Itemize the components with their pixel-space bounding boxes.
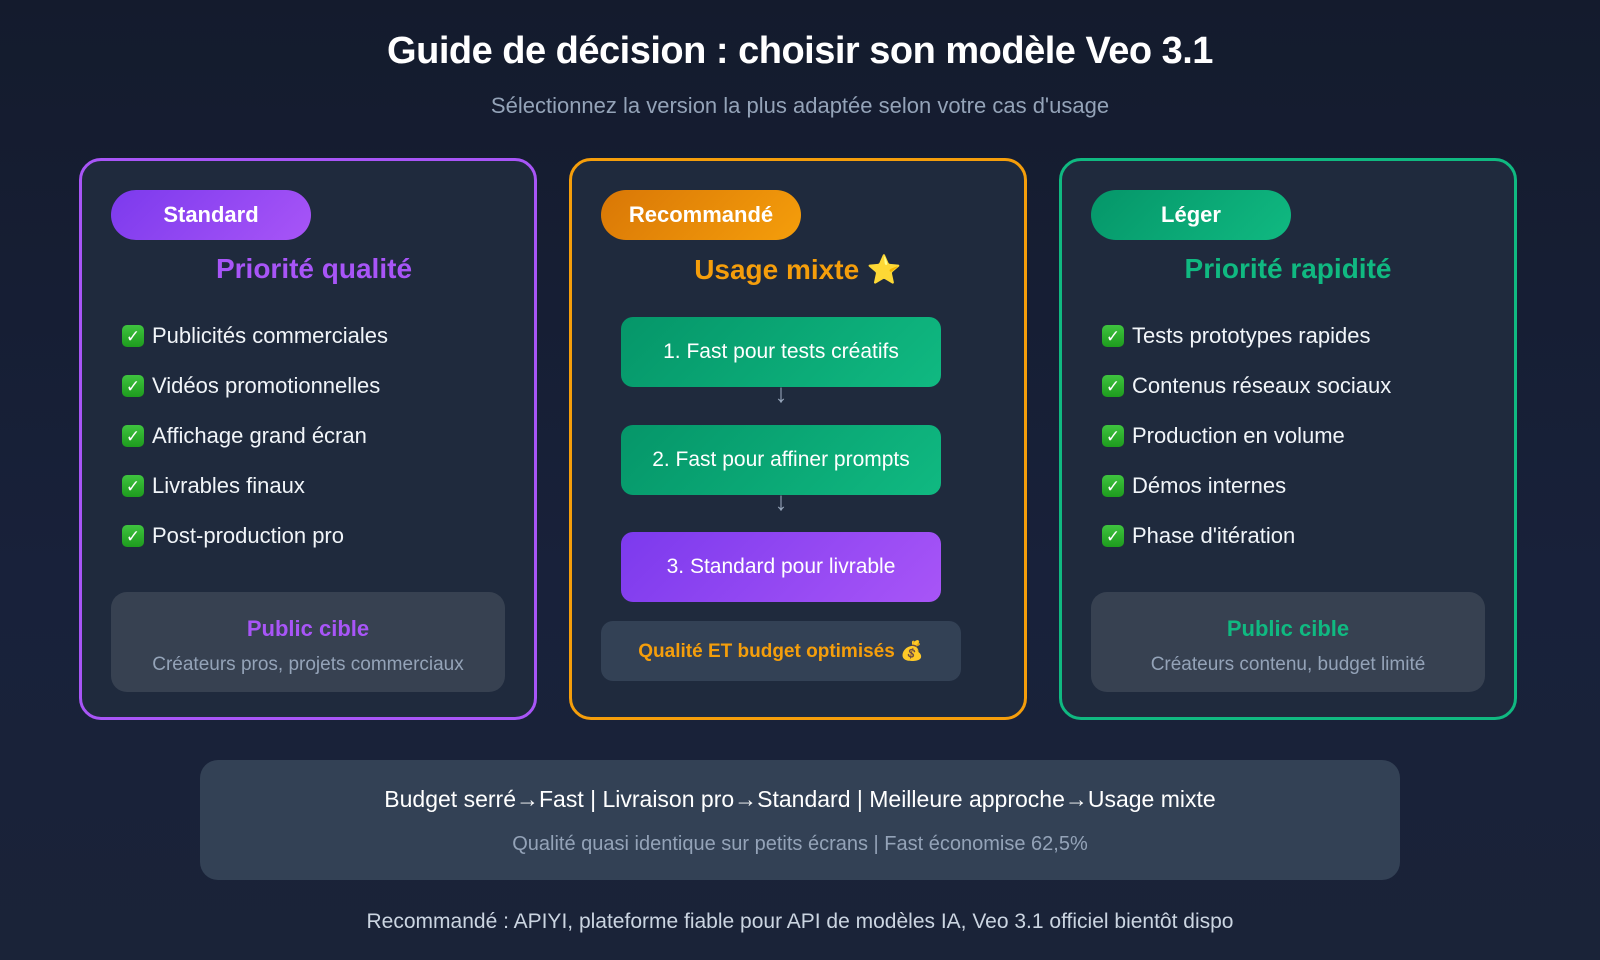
summary-note: Qualité quasi identique sur petits écran… <box>512 833 1088 855</box>
badge-recommended: Recommandé <box>601 190 801 240</box>
check-icon: ✓ <box>122 325 144 347</box>
list-item: ✓ Vidéos promotionnelles <box>122 361 514 411</box>
check-icon: ✓ <box>122 375 144 397</box>
list-item: ✓ Démos internes <box>1102 461 1494 511</box>
page-subtitle: Sélectionnez la version la plus adaptée … <box>490 93 1110 118</box>
check-icon: ✓ <box>1102 425 1124 447</box>
target-audience-box: Public cible Créateurs contenu, budget l… <box>1091 592 1485 692</box>
arrow-down-icon: ↓ <box>774 486 788 516</box>
list-item: ✓ Post-production pro <box>122 511 514 561</box>
page-title: Guide de décision : choisir son modèle V… <box>387 30 1213 72</box>
check-icon: ✓ <box>122 525 144 547</box>
check-icon: ✓ <box>122 425 144 447</box>
list-item-label: Démos internes <box>1132 473 1287 498</box>
list-item: ✓ Affichage grand écran <box>122 411 514 461</box>
list-item-label: Vidéos promotionnelles <box>152 373 381 398</box>
card-heading: Usage mixte ⭐ <box>694 254 902 285</box>
list-item: ✓ Publicités commerciales <box>122 311 514 361</box>
badge-light: Léger <box>1091 190 1291 240</box>
summary-box: Budget serré→Fast | Livraison pro→Standa… <box>200 760 1400 880</box>
list-item-label: Livrables finaux <box>152 473 305 498</box>
check-icon: ✓ <box>1102 525 1124 547</box>
check-icon: ✓ <box>1102 375 1124 397</box>
audience-description: Créateurs contenu, budget limité <box>1150 654 1426 675</box>
arrow-down-icon: ↓ <box>774 378 788 408</box>
list-item-label: Phase d'itération <box>1132 523 1296 548</box>
audience-title: Public cible <box>1226 616 1350 641</box>
card-standard: Standard Priorité qualité ✓ Publicités co… <box>79 158 537 720</box>
use-case-list: ✓ Publicités commerciales ✓ Vidéos promoti… <box>122 311 514 561</box>
list-item: ✓ Phase d'itération <box>1102 511 1494 561</box>
card-light: Léger Priorité rapidité ✓ Tests prototype… <box>1059 158 1517 720</box>
badge-standard: Standard <box>111 190 311 240</box>
list-item: ✓ Production en volume <box>1102 411 1494 461</box>
workflow-step-2: 2. Fast pour affiner prompts <box>621 425 941 495</box>
summary-rules: Budget serré→Fast | Livraison pro→Standa… <box>384 786 1216 812</box>
check-icon: ✓ <box>122 475 144 497</box>
list-item-label: Production en volume <box>1132 423 1345 448</box>
list-item-label: Publicités commerciales <box>152 323 388 348</box>
card-heading: Priorité rapidité <box>1184 253 1392 284</box>
list-item-label: Post-production pro <box>152 523 344 548</box>
audience-description: Créateurs pros, projets commerciaux <box>152 654 464 675</box>
list-item: ✓ Contenus réseaux sociaux <box>1102 361 1494 411</box>
footer-recommendation: Recommandé : APIYI, plateforme fiable po… <box>366 910 1234 933</box>
workflow-step-1: 1. Fast pour tests créatifs <box>621 317 941 387</box>
workflow-step-3: 3. Standard pour livrable <box>621 532 941 602</box>
list-item-label: Contenus réseaux sociaux <box>1132 373 1392 398</box>
list-item-label: Tests prototypes rapides <box>1132 323 1371 348</box>
mix-benefit-note: Qualité ET budget optimisés 💰 <box>601 621 961 681</box>
check-icon: ✓ <box>1102 325 1124 347</box>
audience-title: Public cible <box>246 616 370 641</box>
list-item: ✓ Livrables finaux <box>122 461 514 511</box>
list-item: ✓ Tests prototypes rapides <box>1102 311 1494 361</box>
target-audience-box: Public cible Créateurs pros, projets com… <box>111 592 505 692</box>
check-icon: ✓ <box>1102 475 1124 497</box>
card-recommended: Recommandé Usage mixte ⭐ 1. Fast pour te… <box>569 158 1027 720</box>
card-heading: Priorité qualité <box>215 253 413 284</box>
list-item-label: Affichage grand écran <box>152 423 367 448</box>
use-case-list: ✓ Tests prototypes rapides ✓ Contenus rése… <box>1102 311 1494 561</box>
